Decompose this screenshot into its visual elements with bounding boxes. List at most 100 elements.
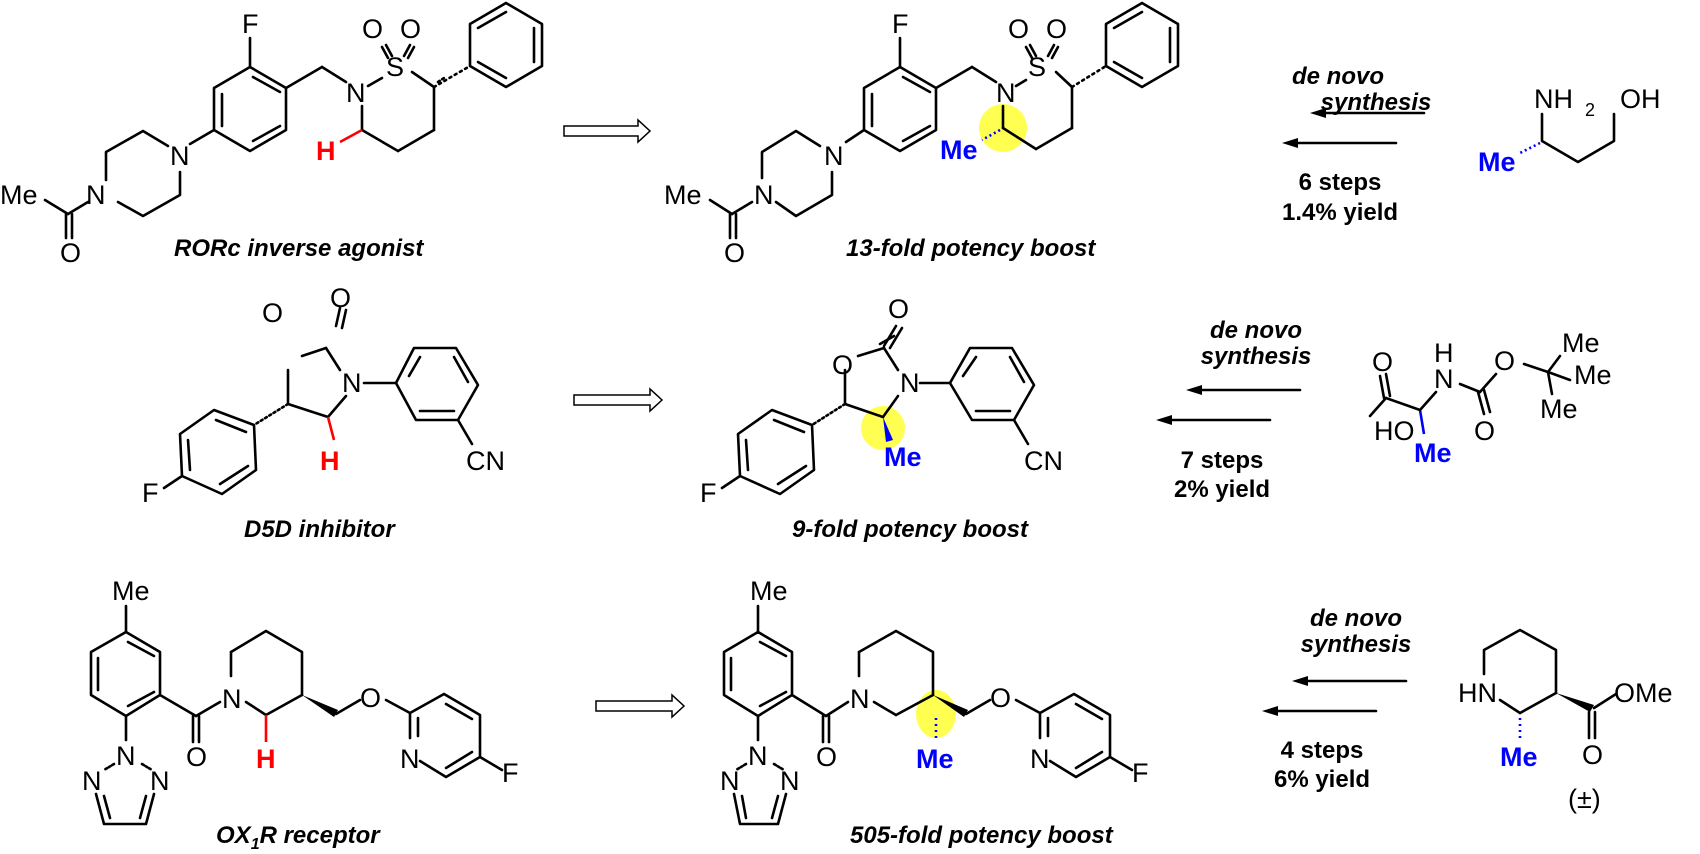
d5d-product-structure: O O N Me CN F [700,294,1063,508]
amine-label: NH [1534,84,1573,114]
synthesis-arrow [1282,108,1426,148]
nitrogen-atom: N [1434,364,1454,394]
hydrogen-label: H [1434,338,1454,368]
conditions-label-line2: synthesis [1301,631,1412,658]
racemic-label: (±) [1568,784,1601,814]
nitrile-label: CN [1024,446,1063,476]
added-methyl: Me [940,135,978,165]
oxygen-atom: O [1372,347,1393,377]
d5d-product-caption: 9-fold potency boost [792,516,1029,543]
fluoro-atom: F [892,9,909,39]
pyridine-nitrogen: N [1030,744,1050,774]
fluoro-atom: F [502,758,519,788]
methyl-label: Me [1574,360,1612,390]
ox1r-product-structure: Me N N N O N Me O N [720,576,1149,826]
ether-oxygen: O [990,683,1011,713]
retrosynthesis-arrow [595,693,686,719]
added-methyl: Me [1500,742,1538,772]
conditions-label-line1: de novo [1310,605,1402,632]
rorc-product-caption: 13-fold potency boost [846,235,1096,262]
nitrogen-atom: N [342,368,362,398]
carbonyl-oxygen: O [888,294,909,324]
added-methyl: Me [916,744,954,774]
oxygen-atom: O [1046,14,1067,44]
conditions-label-line2: synthesis [1201,343,1312,370]
nitrogen-atom: N [222,684,242,714]
methyl-label: Me [750,576,788,606]
fluoro-atom: F [700,478,717,508]
ox1r-parent-caption: OX1R receptor [216,822,381,853]
oxygen-atom: O [724,238,745,268]
methyl-label: Me [664,180,702,210]
hydroxyl-label: HO [1374,416,1415,446]
carbonyl-oxygen: O [1582,740,1603,770]
hydroxyl-label: OH [1620,84,1661,114]
added-methyl: Me [1478,147,1516,177]
nitrogen-atom: N [996,78,1016,108]
oxygen-atom: O [400,14,421,44]
boc-alanine-starting-material: O HO Me H N O O Me Me Me [1368,328,1612,468]
highlight-circle [861,406,905,450]
conditions-label-line1: de novo [1210,317,1302,344]
nitrogen-atom: N [780,766,800,796]
rorc-product-structure: F N S O O Me N N Me O [664,1,1180,268]
conditions-label-line1: de novo [1292,63,1384,90]
d5d-parent-structure: O O N H CN F [142,283,505,508]
nitrogen-atom: N [720,766,740,796]
step-count: 7 steps [1181,447,1264,474]
nitrogen-atom: N [346,78,366,108]
piperidine-ester-starting-material: HN Me O OMe [1458,628,1673,772]
carbonyl-oxygen: O [330,283,351,313]
nitrogen-atom: N [754,180,774,210]
methyl-label: Me [1562,328,1600,358]
nitrile-label: CN [466,446,505,476]
pyridine-nitrogen: N [400,744,420,774]
carbonyl-oxygen: O [816,742,837,772]
retrosynthesis-arrow [573,387,664,413]
rorc-parent-caption: RORc inverse agonist [174,235,424,262]
nitrogen-atom: N [150,766,170,796]
ox1r-parent-structure: Me N N N O N H O N F [82,576,519,826]
sulfur-atom: S [386,52,404,82]
nitrogen-atom: N [748,741,768,771]
d5d-parent-caption: D5D inhibitor [244,516,396,543]
rorc-parent-structure: F N S O O H N N Me O [0,1,544,268]
yield-value: 2% yield [1174,476,1270,503]
highlighted-hydrogen: H [320,446,340,476]
retrosynthesis-arrow [563,118,652,144]
yield-value: 6% yield [1274,766,1370,793]
ox1r-product-caption: 505-fold potency boost [850,822,1114,849]
methyl-label: Me [1540,394,1578,424]
ether-oxygen: O [360,683,381,713]
nitrogen-atom: N [824,141,844,171]
oxygen-atom: O [832,350,853,380]
conditions-label-line2: synthesis [1321,89,1432,116]
amine-label: HN [1458,678,1497,708]
nitrogen-atom: N [116,741,136,771]
oxygen-atom: O [1494,346,1515,376]
step-count: 6 steps [1299,169,1382,196]
amino-alcohol-starting-material: NH 2 OH Me [1478,84,1661,177]
nitrogen-atom: N [850,684,870,714]
synthesis-arrow [1262,676,1408,716]
fluoro-atom: F [142,478,159,508]
added-methyl: Me [1414,438,1452,468]
highlighted-hydrogen: H [316,136,336,166]
nitrogen-atom: N [86,180,106,210]
carbonyl-oxygen: O [186,742,207,772]
fluoro-atom: F [1132,758,1149,788]
nitrogen-atom: N [170,141,190,171]
synthesis-arrow [1156,385,1302,425]
step-count: 4 steps [1281,737,1364,764]
methyl-label: Me [112,576,150,606]
nitrogen-atom: N [82,766,102,796]
subscript: 2 [1585,100,1595,120]
methyl-label: Me [0,180,38,210]
highlighted-hydrogen: H [256,744,276,774]
oxygen-atom: O [1474,416,1495,446]
added-methyl: Me [884,442,922,472]
oxygen-atom: O [262,298,283,328]
yield-value: 1.4% yield [1282,199,1398,226]
oxygen-atom: O [362,14,383,44]
